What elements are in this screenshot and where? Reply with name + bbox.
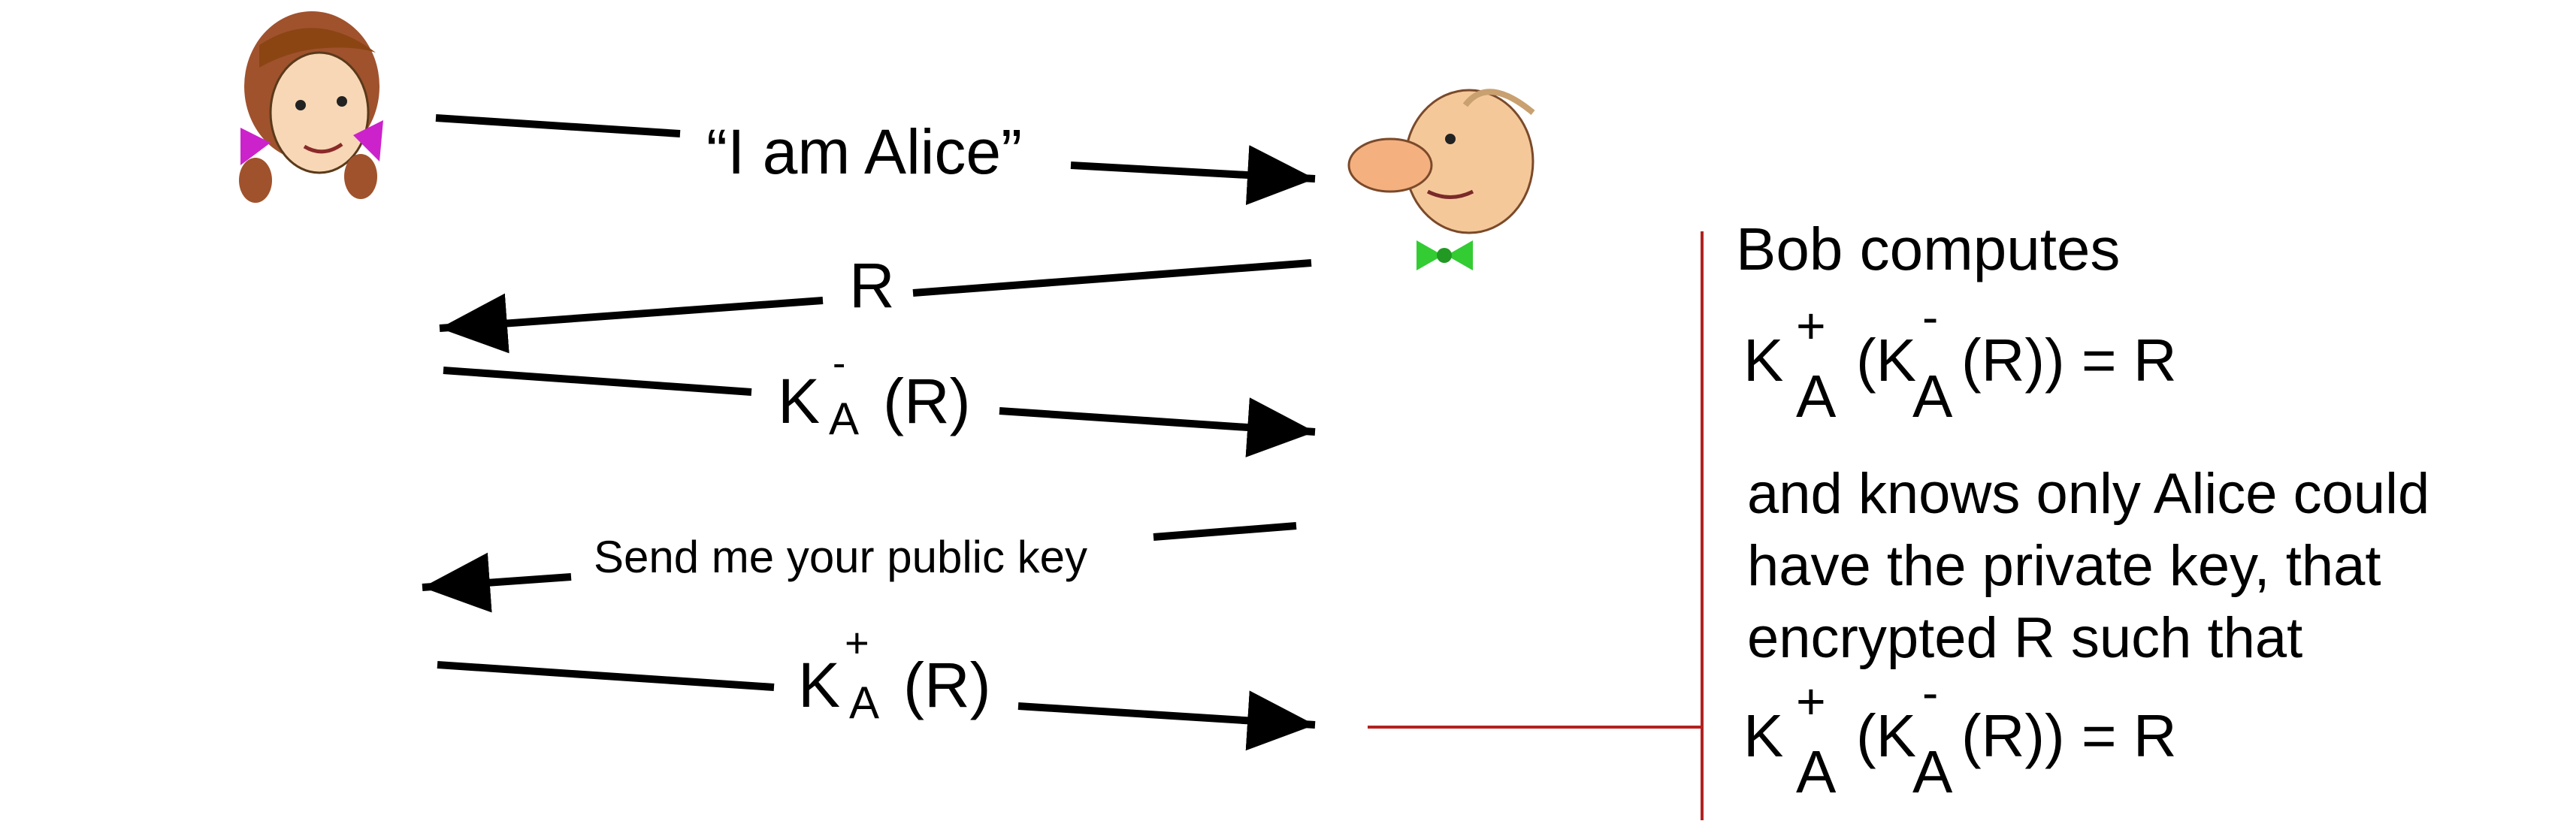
msg-signed-sup: - <box>833 342 846 385</box>
equation-1: K + A (K - A (R)) = R <box>1743 293 2269 427</box>
explanation-panel: Bob computes K + A (K - A (R)) = R and k… <box>1728 218 2555 819</box>
eq1-k: K <box>1743 327 1784 394</box>
eq2-sup-minus: - <box>1922 666 1939 720</box>
arrow-request-left <box>422 552 572 613</box>
eq2-k: K <box>1743 702 1784 769</box>
arrow-r-right <box>912 259 1312 297</box>
eq1-tail: (R)) = R <box>1961 327 2177 394</box>
arrow-pubkey-left <box>437 661 775 691</box>
eq1-sup-minus: - <box>1922 290 1939 344</box>
panel-body-line-1: and knows only Alice could <box>1747 462 2430 526</box>
arrow-pubkey-right <box>1017 690 1316 751</box>
msg-signed-tail: (R) <box>883 366 971 436</box>
eq1-open: (K <box>1856 327 1916 394</box>
arrow-i-am-alice-left <box>435 114 681 137</box>
arrow-signed-right <box>999 397 1316 457</box>
panel-heading: Bob computes <box>1736 216 2121 282</box>
alice-avatar <box>239 11 383 203</box>
msg-send-public-key: Send me your public key <box>594 532 1088 582</box>
panel-body-line-3: encrypted R such that <box>1747 606 2303 670</box>
bob-avatar <box>1347 89 1535 270</box>
msg-signed-sub: A <box>829 394 860 444</box>
eq2-tail: (R)) = R <box>1961 702 2177 769</box>
eq2-sub2: A <box>1912 738 1953 805</box>
msg-i-am-alice: “I am Alice” <box>706 116 1023 187</box>
eq1-sub2: A <box>1912 363 1953 430</box>
arrow-i-am-alice-right <box>1070 145 1316 205</box>
eq2-open: (K <box>1856 702 1916 769</box>
msg-public-k: K <box>798 650 841 720</box>
panel-body-line-2: have the private key, that <box>1747 534 2381 598</box>
arrow-r-left <box>439 293 824 354</box>
msg-signed-r: K - A (R) <box>778 344 1003 451</box>
eq1-sub: A <box>1796 363 1837 430</box>
msg-public-sub: A <box>849 678 880 728</box>
eq1-sup-plus: + <box>1796 297 1826 355</box>
eq2-sub: A <box>1796 738 1837 805</box>
msg-signed-k: K <box>778 366 821 436</box>
equation-2: K + A (K - A (R)) = R <box>1743 669 2269 802</box>
arrow-request-right <box>1153 522 1297 541</box>
msg-public-r: K + A (R) <box>798 622 1023 735</box>
msg-public-sup: + <box>845 619 869 666</box>
msg-public-tail: (R) <box>903 650 991 720</box>
arrow-signed-left <box>443 367 752 396</box>
msg-r: R <box>849 250 895 321</box>
eq2-sup-plus: + <box>1796 673 1826 730</box>
